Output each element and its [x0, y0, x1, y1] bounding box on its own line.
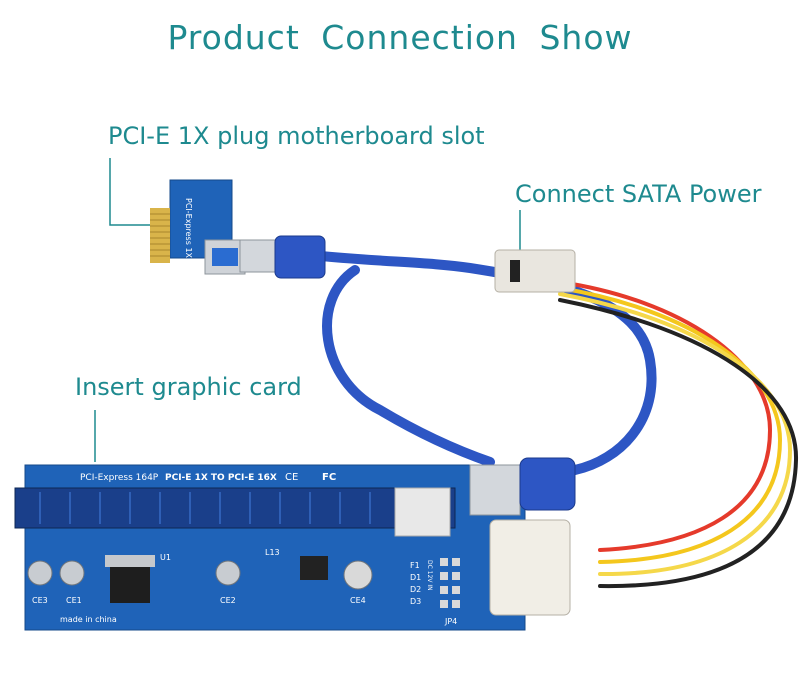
- chip: [300, 556, 328, 580]
- jp4-label: JP4: [444, 617, 457, 626]
- d1-label: D1: [410, 573, 421, 582]
- sata-power-label: Connect SATA Power: [515, 180, 762, 208]
- ce3-label: CE3: [32, 596, 48, 605]
- capacitor-ce2: [215, 560, 241, 586]
- pcb-title-text: PCI-E 1X TO PCI-E 16X: [165, 473, 277, 483]
- usb-plug-small: [239, 235, 326, 279]
- pcie-1x-plug: PCI-Express 1X: [150, 179, 246, 275]
- fc-mark: FC: [322, 472, 336, 483]
- made-in-label: made in china: [60, 615, 117, 624]
- usb-plug-riser: [519, 457, 576, 511]
- graphic-card-label: Insert graphic card: [75, 373, 302, 401]
- sata-wires: [558, 280, 799, 589]
- ce2-label: CE2: [220, 596, 236, 605]
- f1-label: F1: [410, 561, 420, 570]
- d3-label: D3: [410, 597, 421, 606]
- riser-board: PCI-Express 164P PCI-E 1X TO PCI-E 16X C…: [14, 464, 571, 631]
- usb-port-riser: [469, 464, 521, 516]
- ce1-label: CE1: [66, 596, 82, 605]
- molex-connector: [489, 519, 571, 616]
- sata-connector: [494, 249, 576, 293]
- capacitor-ce4: [343, 560, 373, 590]
- u1-label: U1: [160, 553, 171, 562]
- small-plug-text: PCI-Express 1X: [184, 198, 193, 259]
- leader-lines: [94, 158, 521, 462]
- regulator-u1: [110, 565, 150, 603]
- ce4-label: CE4: [350, 596, 366, 605]
- pcb-header-text: PCI-Express 164P: [80, 473, 159, 483]
- capacitor-ce1: [59, 560, 85, 586]
- page-title: Product Connection Show: [167, 18, 633, 57]
- pcie-plug-label: PCI-E 1X plug motherboard slot: [108, 122, 485, 150]
- capacitor-ce3: [27, 560, 53, 586]
- ce-mark: CE: [285, 472, 298, 483]
- dc12v-label: DC 12V IN: [426, 560, 433, 591]
- usb-cable: [305, 250, 657, 475]
- d2-label: D2: [410, 585, 421, 594]
- l13-label: L13: [265, 548, 280, 557]
